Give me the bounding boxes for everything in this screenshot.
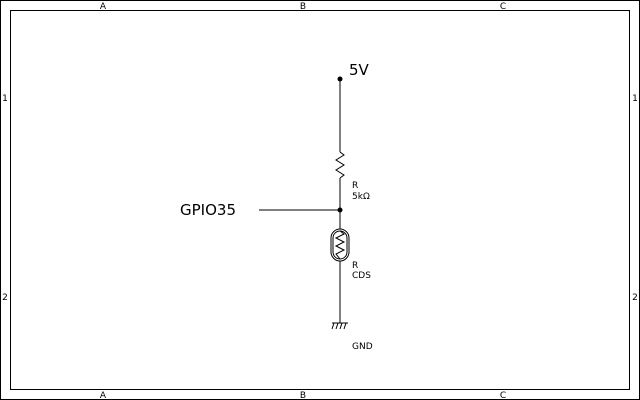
ground-net-label: GND bbox=[352, 342, 373, 352]
gpio-net-label: GPIO35 bbox=[180, 201, 236, 219]
power-net-label: 5V bbox=[349, 61, 370, 79]
ground-hatch-4 bbox=[343, 322, 347, 330]
resistor-value: 5kΩ bbox=[352, 192, 370, 202]
ground-hatch-3 bbox=[339, 322, 343, 330]
photoresistor-inner-body bbox=[332, 230, 348, 260]
photoresistor-value: CDS bbox=[352, 271, 371, 281]
column-label-top-c: C bbox=[500, 2, 506, 12]
photoresistor-body bbox=[330, 228, 350, 262]
row-label-right-1: 1 bbox=[632, 94, 638, 104]
ground-hatch-1 bbox=[331, 322, 335, 330]
row-label-left-2: 2 bbox=[2, 293, 8, 303]
photoresistor-zigzag bbox=[334, 230, 346, 260]
column-label-bottom-a: A bbox=[100, 391, 107, 400]
row-label-left-1: 1 bbox=[2, 94, 8, 104]
column-label-top-b: B bbox=[300, 2, 306, 12]
resistor-symbol bbox=[335, 151, 345, 179]
column-label-bottom-b: B bbox=[300, 391, 306, 400]
column-label-top-a: A bbox=[100, 2, 107, 12]
inner-border bbox=[10, 10, 630, 390]
row-label-right-2: 2 bbox=[632, 293, 638, 303]
ground-hatch-2 bbox=[335, 322, 339, 330]
resistor-designator: R bbox=[352, 181, 358, 191]
photoresistor-designator: R bbox=[352, 261, 358, 271]
column-label-bottom-c: C bbox=[500, 391, 506, 400]
